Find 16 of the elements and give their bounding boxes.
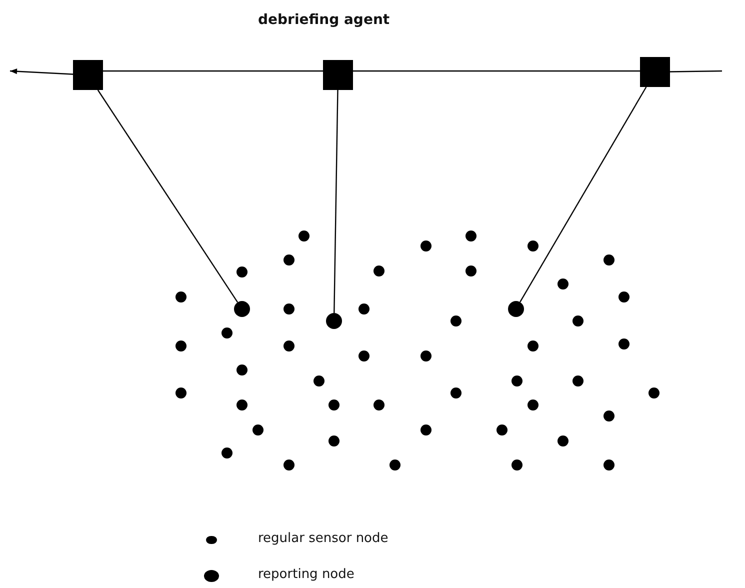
reporting-node-dot <box>234 301 250 317</box>
connector-line <box>520 86 647 302</box>
agent-square <box>73 60 103 90</box>
legend-label: reporting node <box>258 567 354 582</box>
caption-label: debriefing agent <box>258 12 390 28</box>
connector-line <box>334 90 338 314</box>
agent-square <box>323 60 353 90</box>
connector-line <box>353 70 640 72</box>
connector-line <box>103 70 323 72</box>
agent-square <box>640 57 670 87</box>
connector-line <box>670 70 722 72</box>
legend-label: regular sensor node <box>258 531 388 546</box>
arrow <box>10 68 74 75</box>
connector-line <box>97 90 238 303</box>
reporting-node-dot <box>508 301 524 317</box>
reporting-node-dot <box>326 313 342 329</box>
